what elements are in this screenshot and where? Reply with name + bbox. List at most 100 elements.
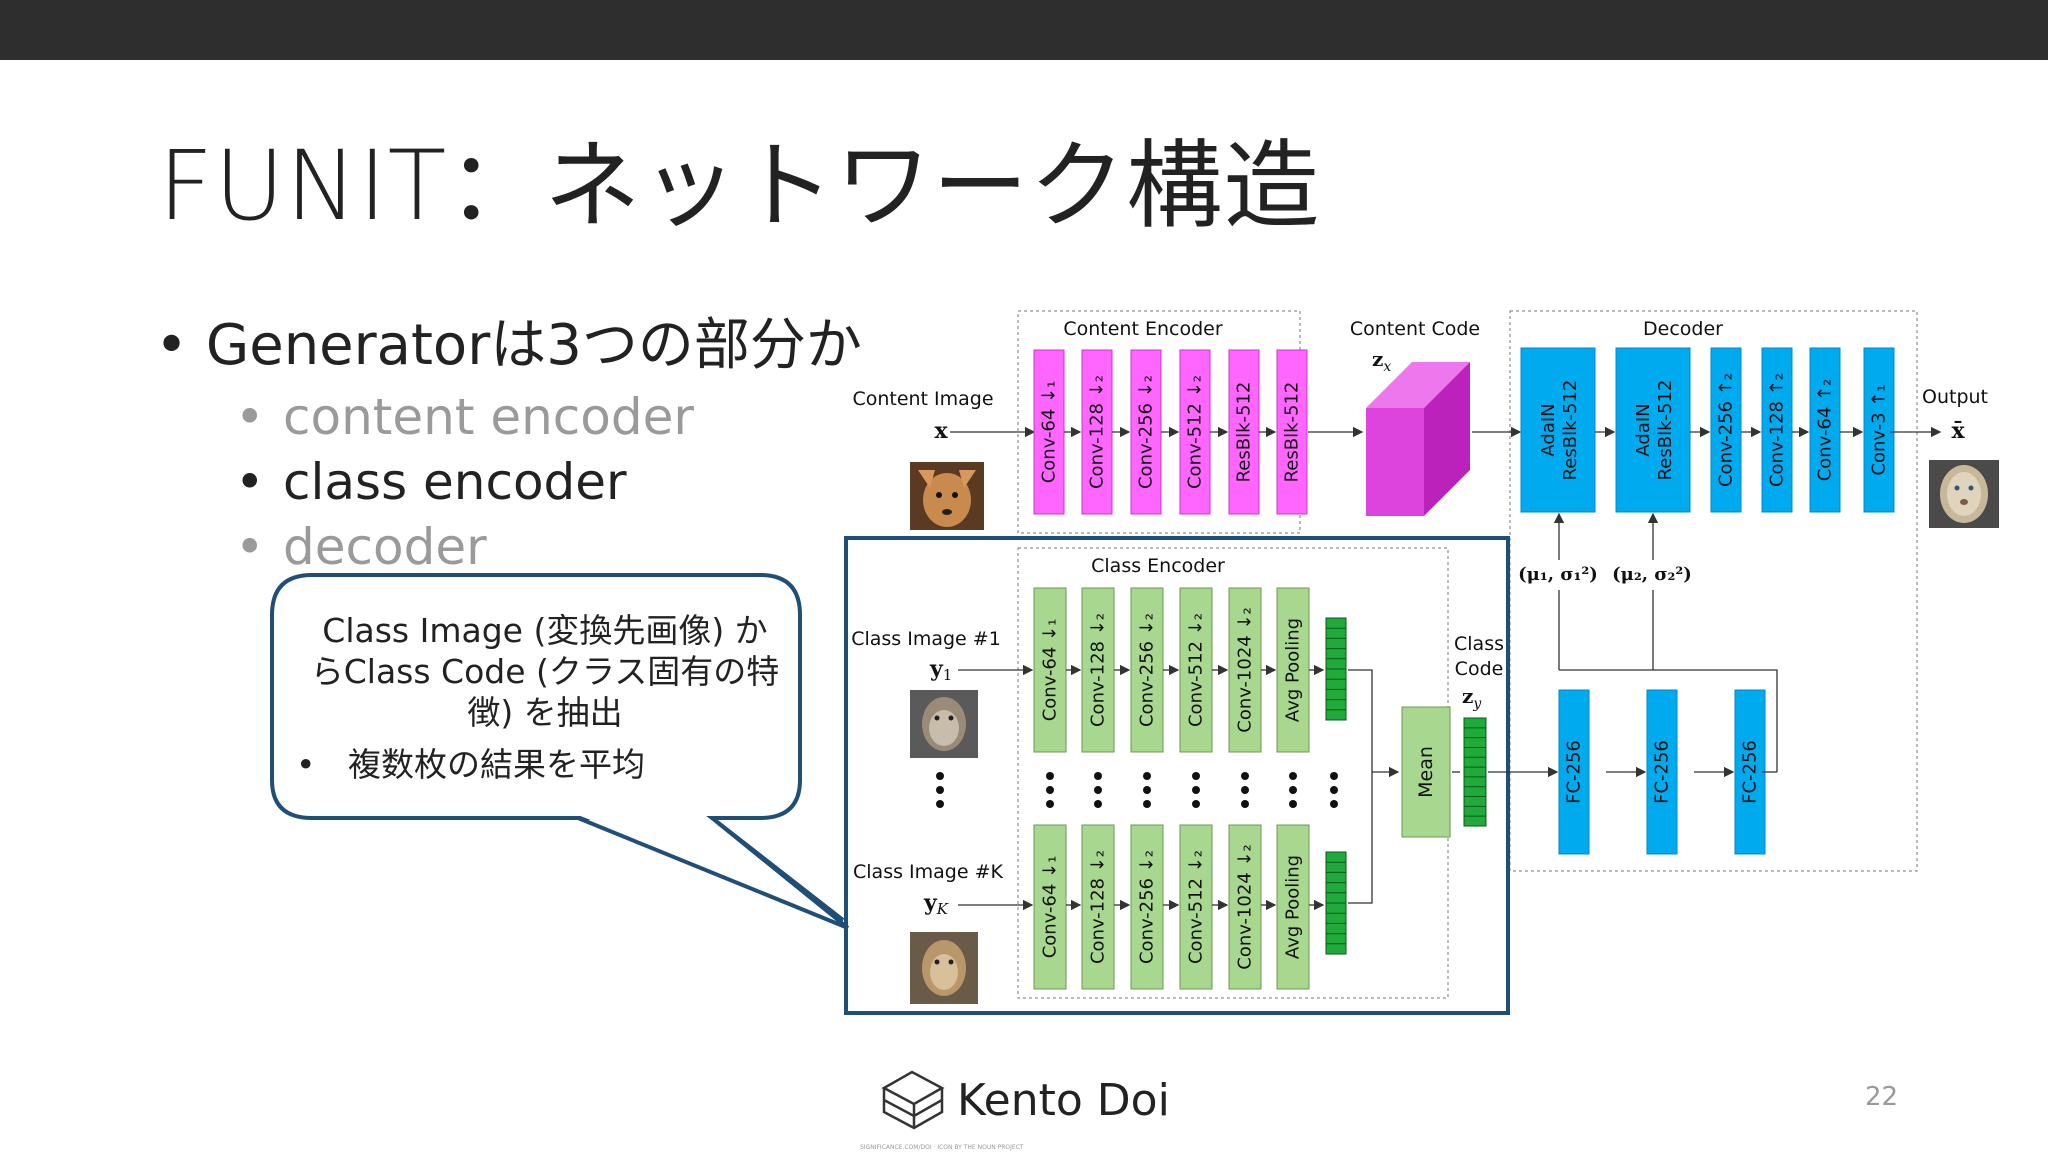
sub-bullet-content-encoder: •content encoder [235,388,694,446]
callout-bullet-text: 複数枚の結果を平均 [348,745,645,784]
class-encoder-block: Avg Pooling [1276,824,1310,990]
content-encoder-blocks: Conv-64 ↓₁ Conv-128 ↓₂ Conv-256 ↓₂ Conv-512… [1033,349,1308,515]
mean-label: Mean [1415,746,1437,798]
content-encoder-block-label: Conv-64 ↓₁ [1039,381,1060,484]
callout-line-2: らClass Code (クラス固有の特 [310,652,780,691]
ellipsis-dots-row [1046,772,1297,808]
content-image-symbol: x [934,418,948,444]
callout-tail-overlay [575,816,852,930]
class-encoder-block-label: Conv-512 ↓₂ [1186,850,1207,964]
sub-bullet-class-encoder: •class encoder [235,453,627,511]
output-label: Output [1922,386,1988,408]
class-code-label-1: Class [1454,633,1504,655]
mean-block [1401,706,1451,838]
content-code-label: Content Code [1350,318,1480,340]
ellipsis-dots [1330,772,1338,808]
content-encoder-block-label: ResBlk-512 [1282,382,1303,483]
fc-block-label: FC-256 [1740,740,1761,804]
class-encoder-block-label: Avg Pooling [1283,618,1304,722]
class-encoder-block-label: Conv-1024 ↓₂ [1235,844,1256,969]
class-image-k-cougar-icon [910,932,978,1004]
class-encoder-block: Conv-256 ↓₂ [1130,587,1164,753]
connector [1559,669,1778,772]
class-encoder-blocks: Conv-64 ↓₁ Conv-128 ↓₂ Conv-256 ↓₂ Conv-512… [1033,587,1325,990]
callout-line-1: Class Image (変換先画像) か [322,611,768,650]
content-encoder-block: Conv-64 ↓₁ [1033,349,1065,515]
content-encoder-block: ResBlk-512 [1228,349,1260,515]
box-logo-icon [881,1070,945,1130]
output-image-lion-icon [1929,460,1999,528]
class-encoder-block: Conv-1024 ↓₂ [1228,824,1262,990]
funit-network-diagram: Content Encoder Decoder Class Encoder Co… [844,310,1999,1015]
footer-logo [881,1070,945,1130]
content-encoder-block: Conv-256 ↓₂ [1130,349,1162,515]
class-encoder-block-label: Conv-64 ↓₁ [1040,856,1061,959]
class-encoder-block: Conv-128 ↓₂ [1081,587,1115,753]
content-code-block [1366,362,1470,516]
fc-block: FC-256 [1558,689,1590,855]
decoder-block-label: Conv-64 ↑₂ [1815,379,1836,482]
class-encoder-highlight [844,536,1510,1015]
class-encoder-block: Conv-256 ↓₂ [1130,824,1164,990]
class-encoder-block: Conv-1024 ↓₂ [1228,587,1262,753]
decoder-block-label: Conv-128 ↑₂ [1767,373,1788,487]
connector [1348,772,1373,904]
main-bullet-text: Generatorは3つの部分か [205,313,862,378]
content-encoder-block: ResBlk-512 [1276,349,1308,515]
sub-bullet-decoder: •decoder [235,518,487,576]
adain-param-2: (μ₂, σ₂²) [1612,564,1692,585]
sub-bullet-text: decoder [283,518,487,576]
decoder-block-label: AdaINResBlk-512 [1633,380,1676,481]
class-encoder-block-label: Conv-256 ↓₂ [1137,850,1158,964]
fc-block-label: FC-256 [1564,740,1585,804]
class-encoder-block: Conv-64 ↓₁ [1033,824,1067,990]
callout-bullet: •複数枚の結果を平均 [296,745,645,784]
class-encoder-block: Conv-512 ↓₂ [1179,587,1213,753]
callout-text: Class Image (変換先画像) か らClass Code (クラス固有… [290,610,800,733]
decoder-block: Conv-256 ↑₂ [1710,347,1742,513]
class-encoder-block-label: Conv-1024 ↓₂ [1235,607,1256,732]
class-image-1-label: Class Image #1 [851,628,1001,650]
decoder-block-label: Conv-256 ↑₂ [1716,373,1737,487]
decoder-block-label: Conv-3 ↑₁ [1869,384,1890,475]
class-encoder-block: Conv-64 ↓₁ [1033,587,1067,753]
adain-param-1: (μ₁, σ₁²) [1518,564,1598,585]
class-encoder-block-label: Avg Pooling [1283,855,1304,959]
class-code-vector-1 [1325,617,1347,721]
content-image-label: Content Image [852,388,993,410]
decoder-block: Conv-64 ↑₂ [1809,347,1841,513]
content-encoder-block-label: Conv-128 ↓₂ [1087,375,1108,489]
footer-small-text: SIGNIFICANCE.COM/DOI · ICON BY THE NOUN … [860,1144,1024,1151]
class-encoder-block: Conv-512 ↓₂ [1179,824,1213,990]
class-encoder-block: Avg Pooling [1276,587,1310,753]
content-encoder-block: Conv-512 ↓₂ [1179,349,1211,515]
connector [1348,669,1373,772]
footer-name: Kento Doi [957,1075,1170,1126]
content-image-dog-icon [910,462,984,530]
class-code-vector [1463,717,1487,827]
decoder-block: Conv-128 ↑₂ [1761,347,1793,513]
class-code-label-2: Code [1455,658,1504,680]
content-encoder-block-label: Conv-256 ↓₂ [1136,375,1157,489]
content-code-symbol: zx [1372,347,1391,375]
class-encoder-block-label: Conv-64 ↓₁ [1040,619,1061,722]
class-encoder-block-label: Conv-256 ↓₂ [1137,613,1158,727]
class-encoder-label: Class Encoder [1091,555,1225,577]
decoder-label: Decoder [1643,318,1723,340]
class-encoder-block-label: Conv-128 ↓₂ [1088,850,1109,964]
decoder-block: Conv-3 ↑₁ [1863,347,1895,513]
ellipsis-dots [936,772,944,808]
slide-title: FUNIT：ネットワーク構造 [158,130,1321,242]
callout-line-3: 徴) を抽出 [467,693,623,732]
class-image-1-cougar-icon [910,690,978,758]
class-image-k-label: Class Image #K [853,861,1003,883]
class-code-symbol: zy [1462,684,1482,712]
bullet-list: • Generatorは3つの部分か •content encoder •cla… [155,300,862,590]
content-encoder-block-label: Conv-512 ↓₂ [1185,375,1206,489]
main-bullet: • Generatorは3つの部分か [155,313,862,378]
class-encoder-block-label: Conv-128 ↓₂ [1088,613,1109,727]
class-image-k-symbol: yK [923,890,949,918]
fc-block: FC-256 [1734,689,1766,855]
